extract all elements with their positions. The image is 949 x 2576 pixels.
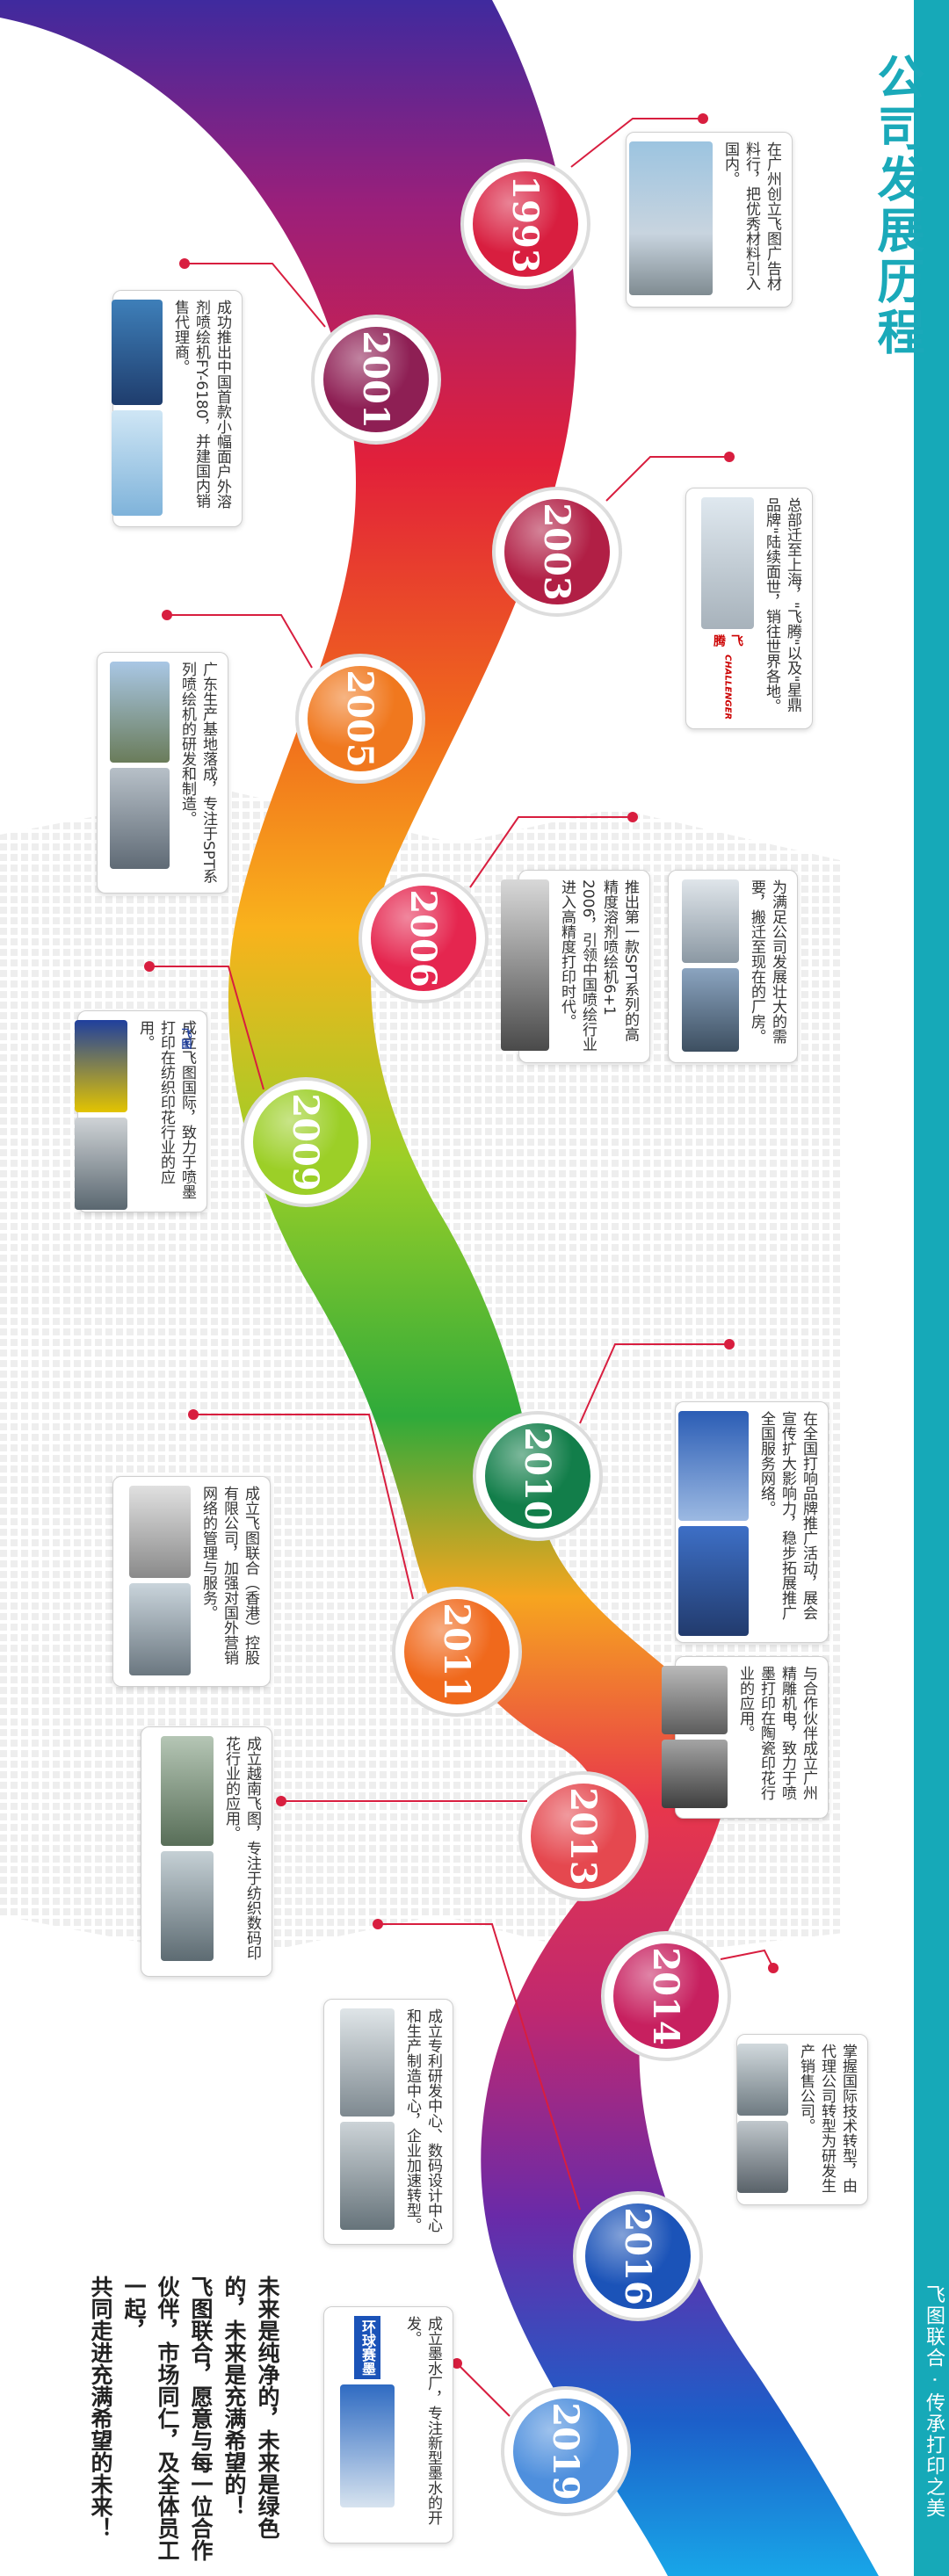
card-2001: 成功推出中国首款小幅面户外溶剂喷绘机FY-6180，并建国内销售代理商。 [112, 290, 243, 527]
photo-office-1 [129, 1486, 191, 1578]
photo-ceramic-1 [662, 1666, 728, 1734]
connector-2010 [579, 1343, 729, 1424]
card-2013: 成立越南飞图，专注于纺织数码印花行业的应用。 [141, 1726, 272, 1977]
year-2014: 2014 [645, 1947, 686, 2044]
connector-2001 [185, 263, 326, 328]
connector-2009 [149, 966, 264, 1090]
sidebar-slogan: 飞图联合 · 传承打印之美 [923, 2284, 945, 2519]
year-2009: 2009 [285, 1093, 326, 1190]
logo-huanqiu: 环球赛墨 [354, 2316, 380, 2379]
card-2003: 总部迁至上海，"飞腾"以及"星鼎品牌"陆续面世，销往世界各地。 飞腾 CHALL… [685, 488, 813, 729]
photo-lab-1 [737, 2044, 788, 2116]
card-1993: 在广州创立飞图广告材料行，把优秀材料引入国内。 [626, 132, 793, 308]
photo-china-map [112, 410, 163, 516]
connector-2003 [605, 456, 729, 502]
photo-vietnam-2 [161, 1851, 214, 1961]
connector-2016 [378, 1923, 581, 2211]
year-2019: 2019 [545, 2402, 586, 2500]
photo-ink-factory [340, 2384, 395, 2507]
year-2013: 2013 [562, 1787, 604, 1885]
connector-2019 [456, 2363, 511, 2417]
photo-vietnam-1 [161, 1736, 214, 1846]
photo-plant-2 [682, 968, 739, 1052]
photo-exhibition-1 [678, 1411, 749, 1521]
connector-2006 [469, 816, 633, 888]
logo-feiteng: 飞腾 [712, 634, 743, 647]
year-2001: 2001 [355, 330, 396, 428]
card-2019: 成立墨水厂，专注新型墨水的开发。 环球赛墨 [323, 2306, 453, 2543]
logo-feitu-2009: 飞图 [180, 1028, 192, 1049]
milestone-2006 [359, 873, 489, 1003]
photo-hq-building [701, 497, 754, 629]
slogan-line-1: 未来是纯净的，未来是绿色的，未来是充满希望的！ [221, 2276, 280, 2539]
photo-plant-1 [682, 879, 739, 963]
year-2005: 2005 [339, 669, 380, 767]
photo-spt-printer [501, 879, 549, 1051]
milestone-2016 [573, 2191, 703, 2321]
milestone-2010 [473, 1411, 603, 1541]
photo-factory-1 [110, 662, 170, 763]
card-2014: 掌握国际技术转型，由代理公司转型为研发生产销售公司。 [736, 2034, 868, 2205]
logo-challenger: CHALLENGER [722, 654, 733, 720]
year-2011: 2011 [436, 1603, 477, 1700]
card-2011: 成立飞图联合（香港）控股有限公司，加强对国外营销网络的管理与服务。 [112, 1476, 271, 1687]
milestone-2009 [241, 1077, 371, 1207]
slogan-line-2: 飞图联合，愿意与每一位合作伙伴，市场同仁，及全体员工一起， [121, 2276, 214, 2561]
milestone-2011 [392, 1587, 522, 1717]
connector-2005 [167, 614, 313, 669]
year-2016: 2016 [617, 2207, 658, 2305]
connector-2014 [720, 1949, 774, 1969]
closing-slogan: 未来是纯净的，未来是绿色的，未来是充满希望的！ 飞图联合，愿意与每一位合作伙伴，… [83, 2276, 284, 2576]
photo-factory-2 [110, 768, 170, 869]
milestone-2013 [518, 1771, 648, 1901]
photo-rd-2 [340, 2122, 395, 2230]
photo-booth [75, 1020, 127, 1112]
year-2010: 2010 [517, 1427, 558, 1524]
photo-lab-2 [737, 2121, 788, 2193]
slogan-line-3: 共同走进充满希望的未来！ [88, 2276, 113, 2539]
connector-2011 [193, 1414, 414, 1600]
milestone-2001 [311, 315, 441, 445]
photo-ceramic-2 [662, 1740, 728, 1808]
milestone-1993 [460, 159, 590, 289]
logo-infiniti-2001: INFINITI [186, 387, 199, 435]
card-2010a: 在全国打响品牌推广活动，展会宣传扩大影响力，稳步拓展推广全国服务网络。 [675, 1401, 829, 1643]
card-2005: 广东生产基地落成，专注于SPT系列喷绘机的研发和制造。 [97, 652, 228, 894]
connector-1993 [570, 118, 703, 168]
photo-office-2 [129, 1583, 191, 1675]
card-2016: 成立专利研发中心、数码设计中心和生产制造中心，企业加速转型。 [323, 1999, 453, 2245]
card-2006a: 为满足公司发展壮大的需要，搬迁至现在的厂房。 [668, 870, 798, 1063]
year-2003: 2003 [536, 503, 577, 600]
milestone-2014 [601, 1931, 731, 2061]
photo-rd-1 [340, 2008, 395, 2117]
milestone-2019 [501, 2386, 631, 2516]
card-2010b: 与合作伙伴成立广州精雕机电，致力于喷墨打印在陶瓷印花行业的应用。 [662, 1656, 829, 1819]
right-sidebar [914, 0, 949, 2576]
milestone-2003 [492, 487, 622, 617]
card-2006b: 推出第一款SPT系列的高精度溶剂喷绘机6+1 2006，引领中国喷绘行业进入高精… [501, 870, 650, 1063]
milestone-2005 [295, 654, 425, 784]
card-2009: 成立飞图国际，致力于喷墨打印在纺织印花行业的应用。 [75, 1010, 207, 1212]
photo-exhibition-2 [678, 1526, 749, 1636]
photo-building [629, 141, 713, 295]
photo-printer [112, 300, 163, 405]
page-title: 公司发展历程 [869, 53, 924, 358]
year-1993: 1993 [504, 175, 546, 272]
photo-textile-printer [75, 1118, 127, 1210]
year-2006: 2006 [402, 889, 444, 987]
